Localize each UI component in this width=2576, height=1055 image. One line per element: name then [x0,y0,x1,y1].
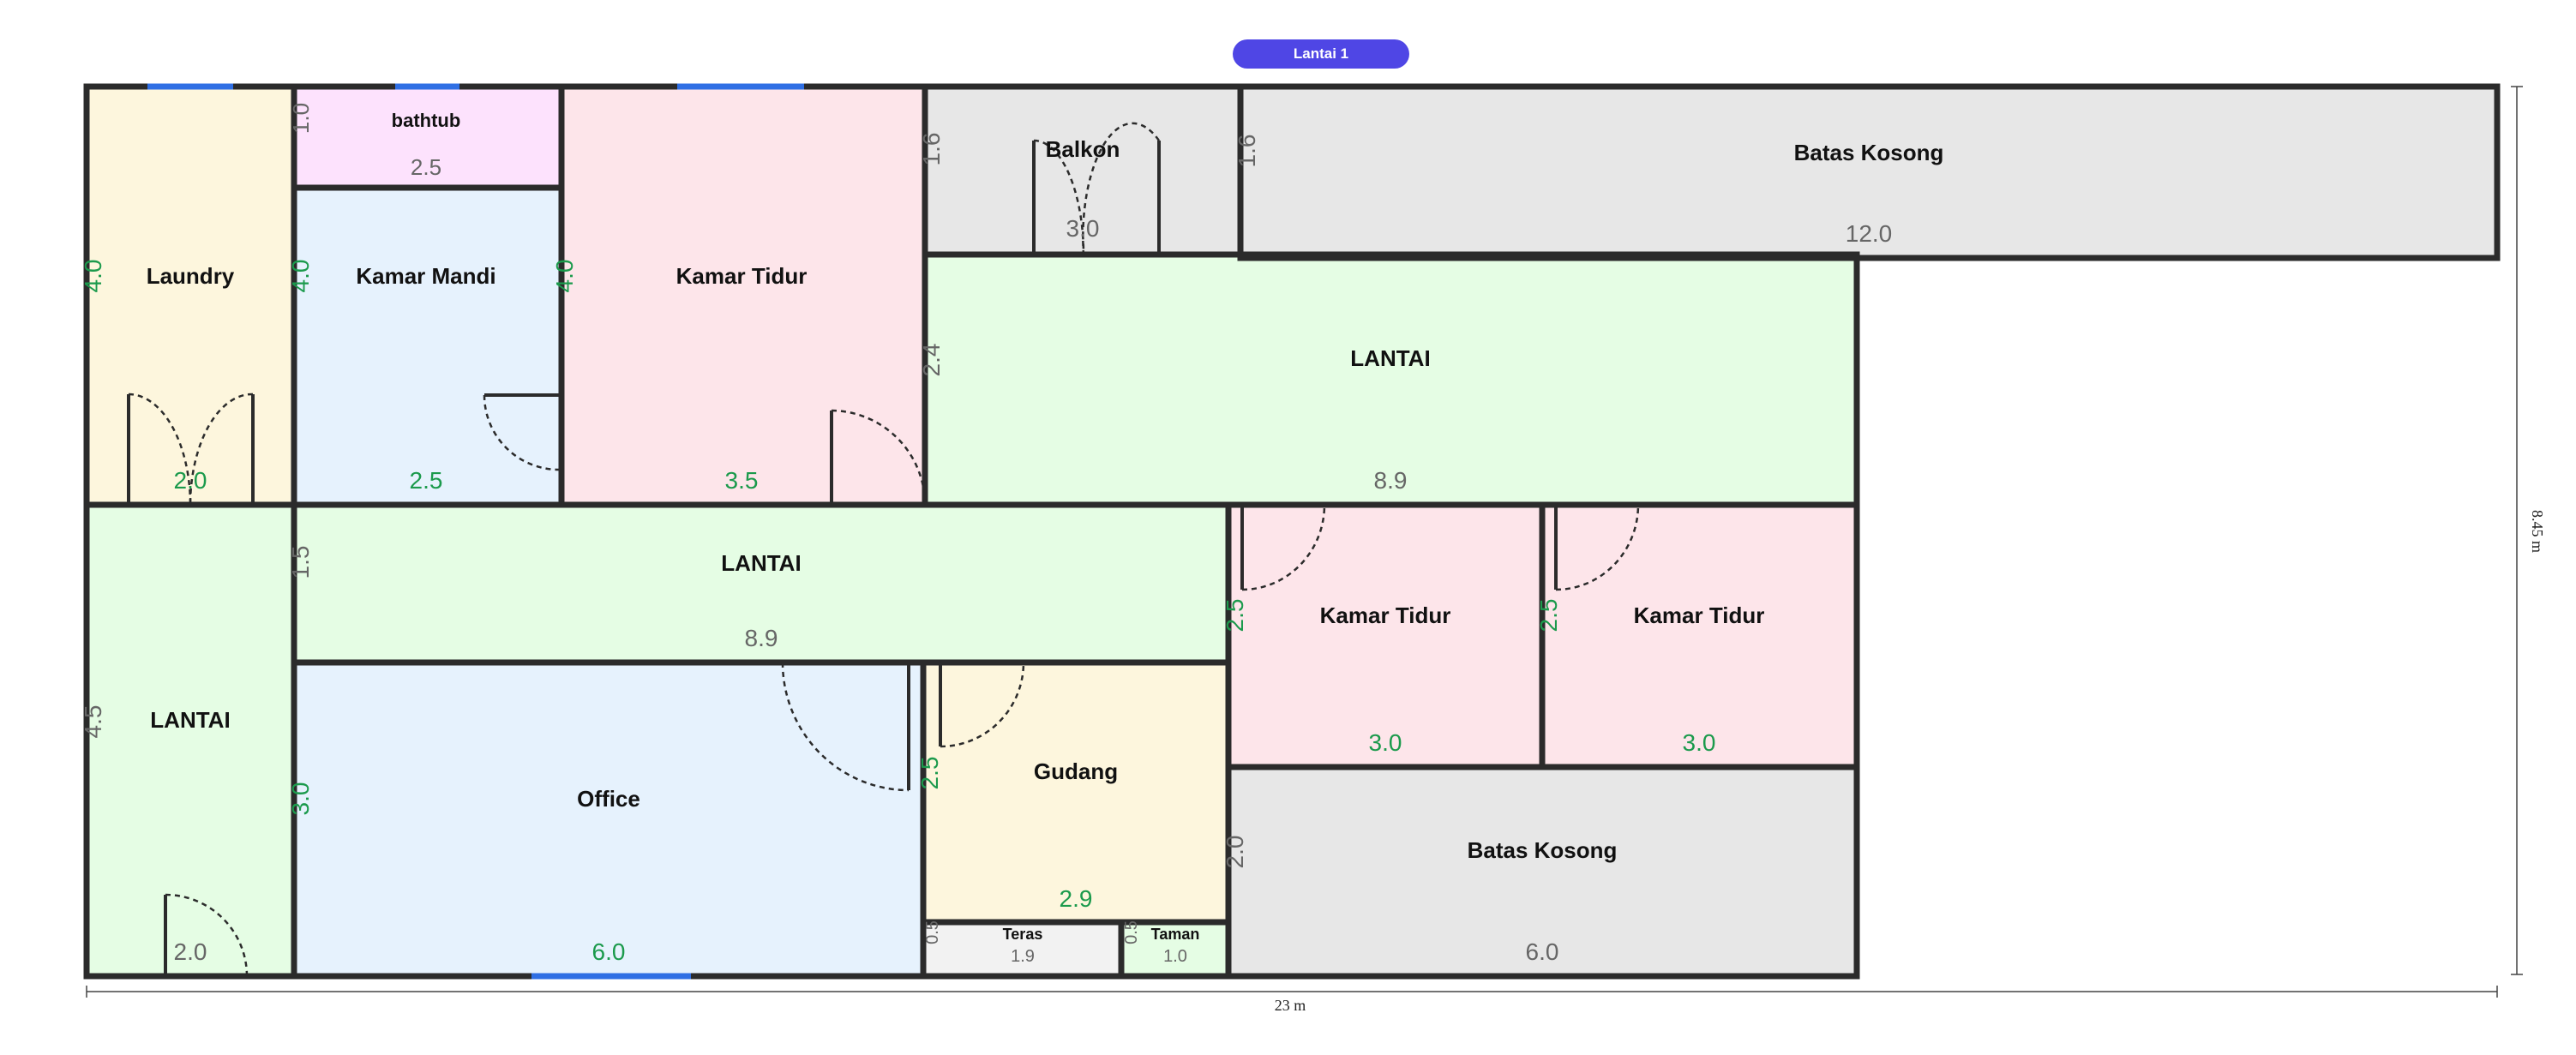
wall-taman [1118,919,1232,980]
room-width-label-batas-kosong-1: 12.0 [1846,220,1893,247]
door-kamar-tidur-2 [1240,504,1326,591]
floor-badge[interactable]: Lantai 1 [1233,39,1409,69]
room-height-label-lantai-upper: 2.4 [918,344,945,377]
room-height-label-laundry: 4.0 [80,260,106,293]
room-width-label-kamar-mandi: 2.5 [410,467,443,494]
room-lantai-middle [294,505,1228,662]
overall-dimensions: 23 m 8.45 m [86,86,2546,1014]
room-height-label-gudang: 2.5 [916,757,943,790]
room-gudang [923,662,1228,922]
room-kamar-tidur-3 [1542,505,1857,767]
door-kamar-tidur-3 [1554,504,1640,591]
room-name-kamar-mandi: Kamar Mandi [356,263,495,289]
door-balkon-right-swing [1082,122,1161,255]
door-kamar-tidur-3-swing [1555,504,1640,591]
room-bathtub [294,87,561,188]
room-lantai-left [87,505,294,976]
room-width-label-kamar-tidur-3: 3.0 [1683,729,1716,756]
room-name-taman: Taman [1151,926,1200,943]
room-height-label-kamar-mandi: 4.0 [287,260,314,293]
room-name-office: Office [577,786,640,812]
room-name-kamar-tidur-1: Kamar Tidur [676,263,808,289]
door-laundry-left-swing [128,393,192,506]
room-width-label-gudang: 2.9 [1060,885,1093,912]
room-width-label-taman: 1.0 [1163,947,1187,966]
doors [127,122,1640,977]
door-laundry-right [189,393,255,506]
room-height-label-taman: 0.5 [1122,920,1141,944]
door-office-swing [781,662,910,792]
door-gudang [939,662,1025,748]
room-taman [1121,922,1228,976]
room-name-lantai-left: LANTAI [150,707,230,733]
room-height-label-kamar-tidur-3: 2.5 [1535,599,1562,632]
room-width-label-teras: 1.9 [1011,947,1035,966]
door-lantai-left [164,893,249,977]
room-teras [923,922,1121,976]
room-height-label-kamar-tidur-1: 4.0 [551,260,578,293]
room-batas-kosong-1 [1240,87,2497,258]
door-office [781,662,910,792]
room-height-label-batas-kosong-1: 1.6 [1234,135,1260,168]
door-kamar-mandi-swing [483,394,560,471]
room-name-balkon: Balkon [1046,136,1120,162]
door-laundry-right-swing [189,393,254,506]
wall-batas-kosong-1 [1237,83,2501,261]
room-width-label-lantai-middle: 8.9 [745,625,778,651]
door-kamar-mandi [483,393,560,471]
windows [147,83,804,980]
room-height-label-batas-kosong-2: 2.0 [1222,836,1248,869]
wall-batas-kosong-2 [1225,764,1860,980]
room-height-label-teras: 0.5 [923,920,942,944]
door-kamar-tidur-2-swing [1241,504,1326,591]
room-height-label-lantai-middle: 1.5 [287,546,314,579]
room-width-label-kamar-tidur-1: 3.5 [725,467,759,494]
room-name-batas-kosong-2: Batas Kosong [1468,837,1618,863]
door-laundry-left [127,393,192,506]
door-balkon-left-swing [1033,139,1085,255]
room-kamar-mandi [294,188,561,505]
rooms [87,87,2497,976]
room-width-label-balkon: 3.0 [1066,215,1100,242]
door-kamar-tidur-1 [830,409,927,506]
room-name-teras: Teras [1003,926,1043,943]
room-name-kamar-tidur-3: Kamar Tidur [1634,602,1765,628]
width-dimension-label: 23 m [1275,997,1306,1014]
room-name-batas-kosong-1: Batas Kosong [1794,140,1944,165]
room-name-bathtub: bathtub [392,110,461,131]
room-batas-kosong-2 [1228,767,1857,976]
room-width-label-laundry: 2.0 [174,467,207,494]
room-width-label-kamar-tidur-2: 3.0 [1369,729,1402,756]
room-name-gudang: Gudang [1034,758,1118,784]
room-kamar-tidur-2 [1228,505,1542,767]
door-gudang-swing [940,662,1025,748]
room-height-label-kamar-tidur-2: 2.5 [1222,599,1248,632]
room-name-lantai-upper: LANTAI [1350,345,1430,371]
room-width-label-batas-kosong-2: 6.0 [1526,938,1559,965]
room-name-laundry: Laundry [147,263,235,289]
room-width-label-lantai-left: 2.0 [174,938,207,965]
room-name-lantai-middle: LANTAI [721,550,801,576]
room-kamar-tidur-1 [561,87,925,505]
room-width-label-lantai-upper: 8.9 [1374,467,1408,494]
room-name-kamar-tidur-2: Kamar Tidur [1320,602,1451,628]
room-lantai-upper [925,255,1857,505]
door-balkon-right [1082,122,1161,255]
room-height-label-bathtub: 1.0 [288,103,314,134]
room-office [294,662,923,976]
room-height-label-office: 3.0 [287,782,314,816]
door-balkon-left [1032,139,1085,255]
height-dimension-label: 8.45 m [2529,510,2546,553]
room-width-label-office: 6.0 [592,938,626,965]
room-laundry [87,87,294,505]
room-height-label-balkon: 1.6 [918,133,945,166]
door-kamar-tidur-1-swing [831,409,927,506]
room-width-label-bathtub: 2.5 [411,154,441,180]
room-height-label-lantai-left: 4.5 [80,705,106,739]
